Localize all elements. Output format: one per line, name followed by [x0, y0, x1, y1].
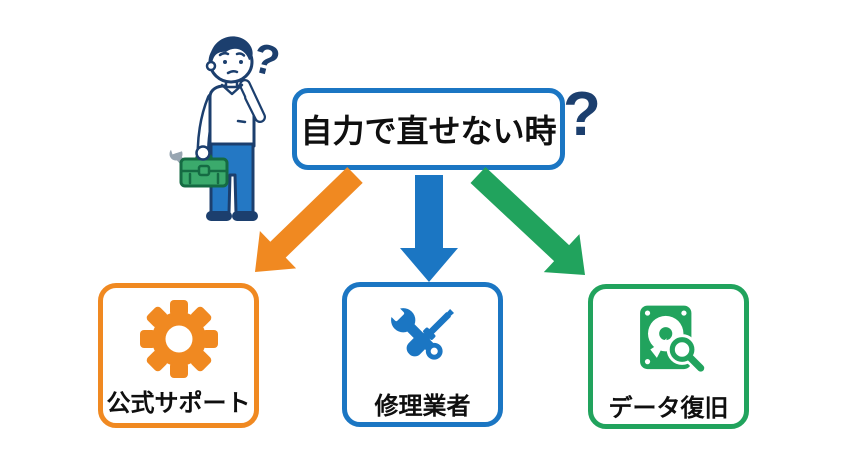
- branch-arrows: [255, 167, 585, 282]
- branch-label-data-recovery: データ復旧: [608, 395, 729, 422]
- branch-repair-shop: 修理業者: [342, 282, 503, 427]
- shoe: [206, 211, 232, 221]
- person-illustration: ?: [169, 34, 284, 221]
- thinking-question-mark: ?: [248, 34, 284, 86]
- branch-official-support: 公式サポート: [98, 283, 259, 428]
- wrench-screwdriver-icon: [387, 304, 454, 360]
- main-topic-label: 自力で直せない時: [300, 113, 557, 149]
- hdd-search-icon: [639, 305, 707, 375]
- arrow-to-official-support: [255, 167, 363, 272]
- main-topic-box: 自力で直せない時: [292, 88, 565, 170]
- arrow-to-data-recovery: [470, 167, 585, 275]
- arrow-to-repair-shop: [400, 175, 458, 282]
- shoe: [232, 211, 258, 221]
- question-mark: ?: [563, 80, 601, 149]
- toolbox: [179, 151, 229, 188]
- hair: [209, 36, 253, 67]
- branch-label-official-support: 公式サポート: [106, 390, 251, 417]
- branch-label-repair-shop: 修理業者: [374, 393, 471, 420]
- branch-data-recovery: データ復旧: [588, 284, 749, 429]
- gear-icon: [139, 300, 218, 378]
